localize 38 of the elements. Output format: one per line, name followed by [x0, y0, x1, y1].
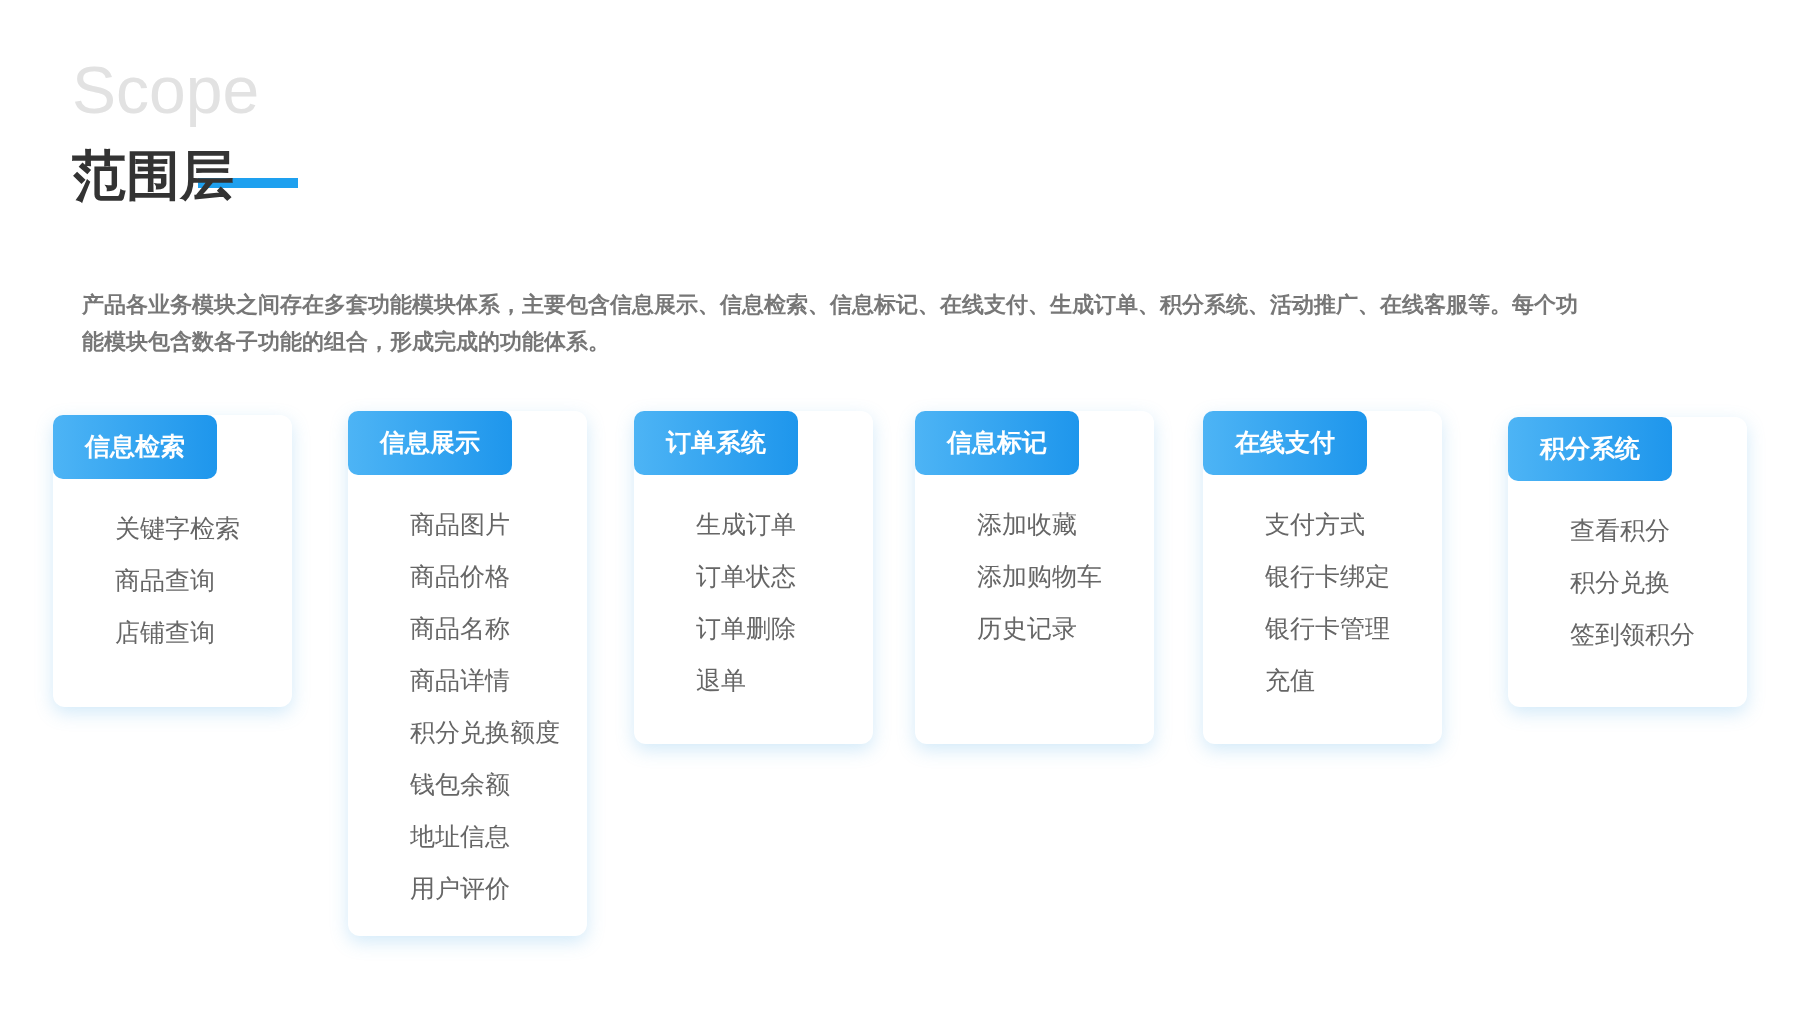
module-tab: 订单系统: [634, 411, 798, 475]
list-item: 添加购物车: [977, 561, 1102, 593]
list-item: 充值: [1265, 665, 1315, 697]
module-card: [53, 415, 292, 707]
list-item: 关键字检索: [115, 513, 240, 545]
list-item: 签到领积分: [1570, 619, 1695, 651]
list-item: 地址信息: [410, 821, 510, 853]
module-tab: 信息检索: [53, 415, 217, 479]
list-item: 历史记录: [977, 613, 1077, 645]
module-card: [1508, 417, 1747, 707]
list-item: 钱包余额: [410, 769, 510, 801]
module-card: [915, 411, 1154, 744]
list-item: 银行卡绑定: [1265, 561, 1390, 593]
list-item: 生成订单: [696, 509, 796, 541]
module-card: [1203, 411, 1442, 744]
list-item: 商品详情: [410, 665, 510, 697]
list-item: 用户评价: [410, 873, 510, 905]
list-item: 退单: [696, 665, 746, 697]
module-card: [348, 411, 587, 936]
module-tab: 积分系统: [1508, 417, 1672, 481]
list-item: 商品查询: [115, 565, 215, 597]
list-item: 订单删除: [696, 613, 796, 645]
module-tab: 在线支付: [1203, 411, 1367, 475]
list-item: 订单状态: [696, 561, 796, 593]
list-item: 店铺查询: [115, 617, 215, 649]
module-tab: 信息展示: [348, 411, 512, 475]
list-item: 支付方式: [1265, 509, 1365, 541]
list-item: 查看积分: [1570, 515, 1670, 547]
list-item: 商品名称: [410, 613, 510, 645]
module-card: [634, 411, 873, 744]
list-item: 商品图片: [410, 509, 510, 541]
list-item: 积分兑换额度: [410, 717, 560, 749]
module-tab: 信息标记: [915, 411, 1079, 475]
list-item: 积分兑换: [1570, 567, 1670, 599]
list-item: 银行卡管理: [1265, 613, 1390, 645]
list-item: 添加收藏: [977, 509, 1077, 541]
list-item: 商品价格: [410, 561, 510, 593]
description-text: 产品各业务模块之间存在多套功能模块体系，主要包含信息展示、信息检索、信息标记、在线支付、生成订单、积分系统、活动推广、在线客服等。每个功能模块包含数各子功能的组合，形成完成的功能体系。: [82, 291, 1579, 356]
